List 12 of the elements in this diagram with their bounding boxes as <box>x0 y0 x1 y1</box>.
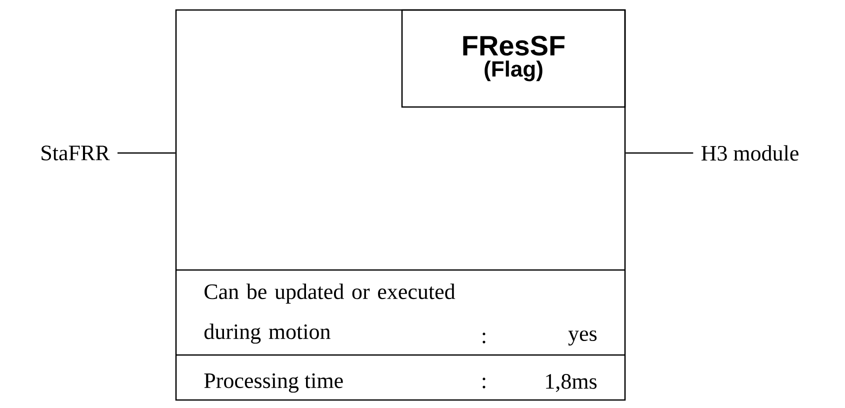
table-cell: yes <box>568 330 597 346</box>
port-label: StaFRR <box>42 146 110 160</box>
function-block <box>175 9 626 401</box>
port-label: H3 module <box>701 145 798 161</box>
connector-line <box>118 152 176 154</box>
title-box: FResSF (Flag) <box>401 9 626 108</box>
table-cell: Can be updated or executed during motion <box>204 284 456 344</box>
table-cell: : <box>482 332 486 344</box>
table-cell: 1,8ms <box>546 374 597 392</box>
connector-line <box>626 152 694 154</box>
table-cell: Processing time <box>204 373 343 393</box>
table-cell: : <box>482 378 486 388</box>
